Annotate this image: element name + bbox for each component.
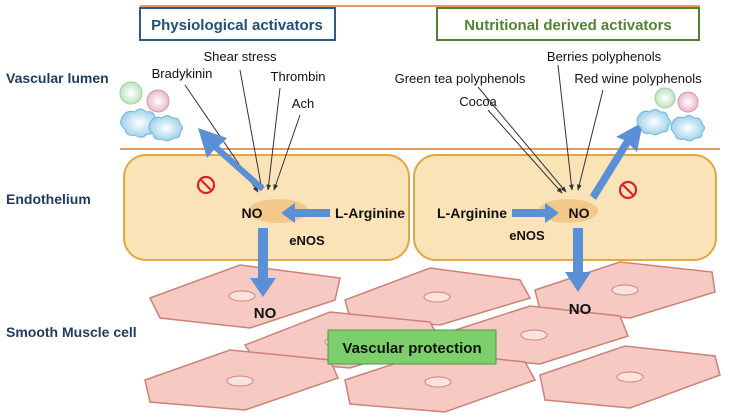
- right-arginine-arrow: [512, 203, 559, 223]
- right-no-label: NO: [569, 205, 590, 221]
- region-lumen: Vascular lumen: [6, 70, 109, 86]
- inhibit-icon: [196, 175, 216, 195]
- activator-green-tea: Green tea polyphenols: [395, 71, 526, 86]
- physiological-header: Physiological activators: [151, 17, 323, 34]
- right-lumen-arrow: [586, 122, 643, 200]
- platelet-icon: [119, 81, 183, 142]
- physiological-header-box: [139, 7, 336, 41]
- left-down-arrow: [250, 228, 276, 297]
- activator-berries: Berries polyphenols: [547, 49, 662, 64]
- activator-shear-stress: Shear stress: [204, 49, 277, 64]
- left-enos-label: eNOS: [289, 233, 325, 248]
- right-enos-label: eNOS: [509, 228, 545, 243]
- right-released-no-label: NO: [569, 301, 592, 318]
- right-arginine-label: L-Arginine: [437, 205, 507, 221]
- left-no-label: NO: [242, 205, 263, 221]
- nutritional-header-box: [436, 7, 700, 41]
- left-arginine-arrow: [281, 203, 330, 223]
- vascular-protection-label: Vascular protection: [342, 340, 481, 357]
- region-endothelium: Endothelium: [6, 191, 91, 207]
- activator-cocoa: Cocoa: [459, 94, 497, 109]
- no-release-arrows: [198, 122, 643, 297]
- nutritional-header: Nutritional derived activators: [464, 17, 672, 34]
- left-arginine-label: L-Arginine: [335, 205, 405, 221]
- left-lumen-arrow: [198, 128, 265, 195]
- activator-ach: Ach: [292, 96, 314, 111]
- right-down-arrow: [565, 228, 591, 292]
- left-released-no-label: NO: [254, 305, 277, 322]
- region-smooth-muscle: Smooth Muscle cell: [6, 324, 137, 340]
- platelet-icon: [636, 87, 705, 142]
- right-activator-arrows: [477, 64, 604, 194]
- activator-thrombin: Thrombin: [271, 69, 326, 84]
- activator-red-wine: Red wine polyphenols: [574, 71, 702, 86]
- activator-bradykinin: Bradykinin: [152, 66, 213, 81]
- inhibit-icon: [618, 180, 638, 200]
- vascular-protection-box: [327, 329, 497, 365]
